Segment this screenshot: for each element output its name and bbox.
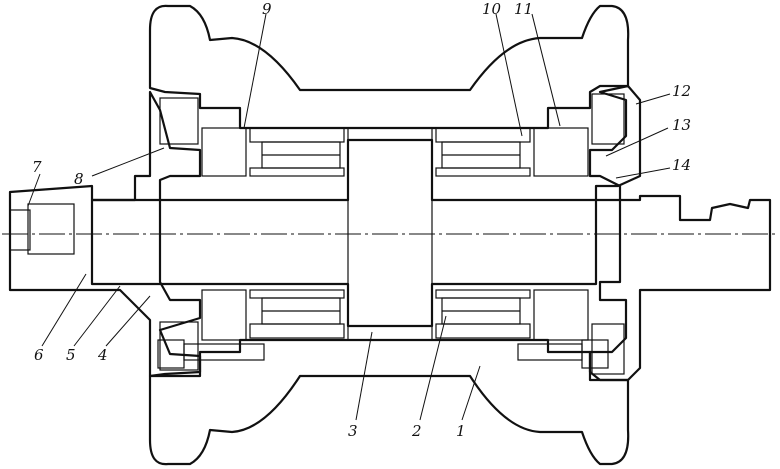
shaft-collar [347, 139, 433, 327]
label-4: 4 [97, 346, 108, 364]
label-10: 10 [482, 0, 502, 18]
left-seal-upper [159, 97, 199, 145]
label-8: 8 [74, 170, 84, 188]
leader-lines [27, 13, 671, 421]
label-1: 1 [456, 422, 466, 440]
plug [27, 203, 75, 255]
left-ring-lower [201, 289, 247, 341]
label-7: 7 [32, 158, 42, 176]
label-9: 9 [262, 0, 272, 18]
left-seal-lower [159, 321, 199, 371]
sleeve-upper [347, 127, 433, 141]
label-6: 6 [34, 346, 44, 364]
roller-body-upper [148, 4, 630, 130]
label-12: 12 [672, 82, 691, 100]
right-ring-lower [533, 289, 589, 341]
label-11: 11 [514, 0, 533, 18]
left-ring-upper [201, 127, 247, 177]
right-ring-upper [533, 127, 589, 177]
label-2: 2 [411, 422, 422, 440]
label-5: 5 [66, 346, 76, 364]
sleeve-lower [347, 325, 433, 341]
bearing-right [435, 127, 531, 339]
label-13: 13 [672, 116, 691, 134]
right-seal-upper [591, 93, 625, 145]
left-cover [8, 90, 202, 378]
bolts [157, 339, 609, 369]
right-cover [588, 84, 772, 382]
label-3: 3 [348, 422, 358, 440]
label-14: 14 [672, 156, 691, 174]
bearing-left [249, 127, 345, 339]
right-seal-lower [591, 323, 625, 375]
roller-body-lower [148, 338, 630, 466]
plug-head [9, 209, 31, 251]
